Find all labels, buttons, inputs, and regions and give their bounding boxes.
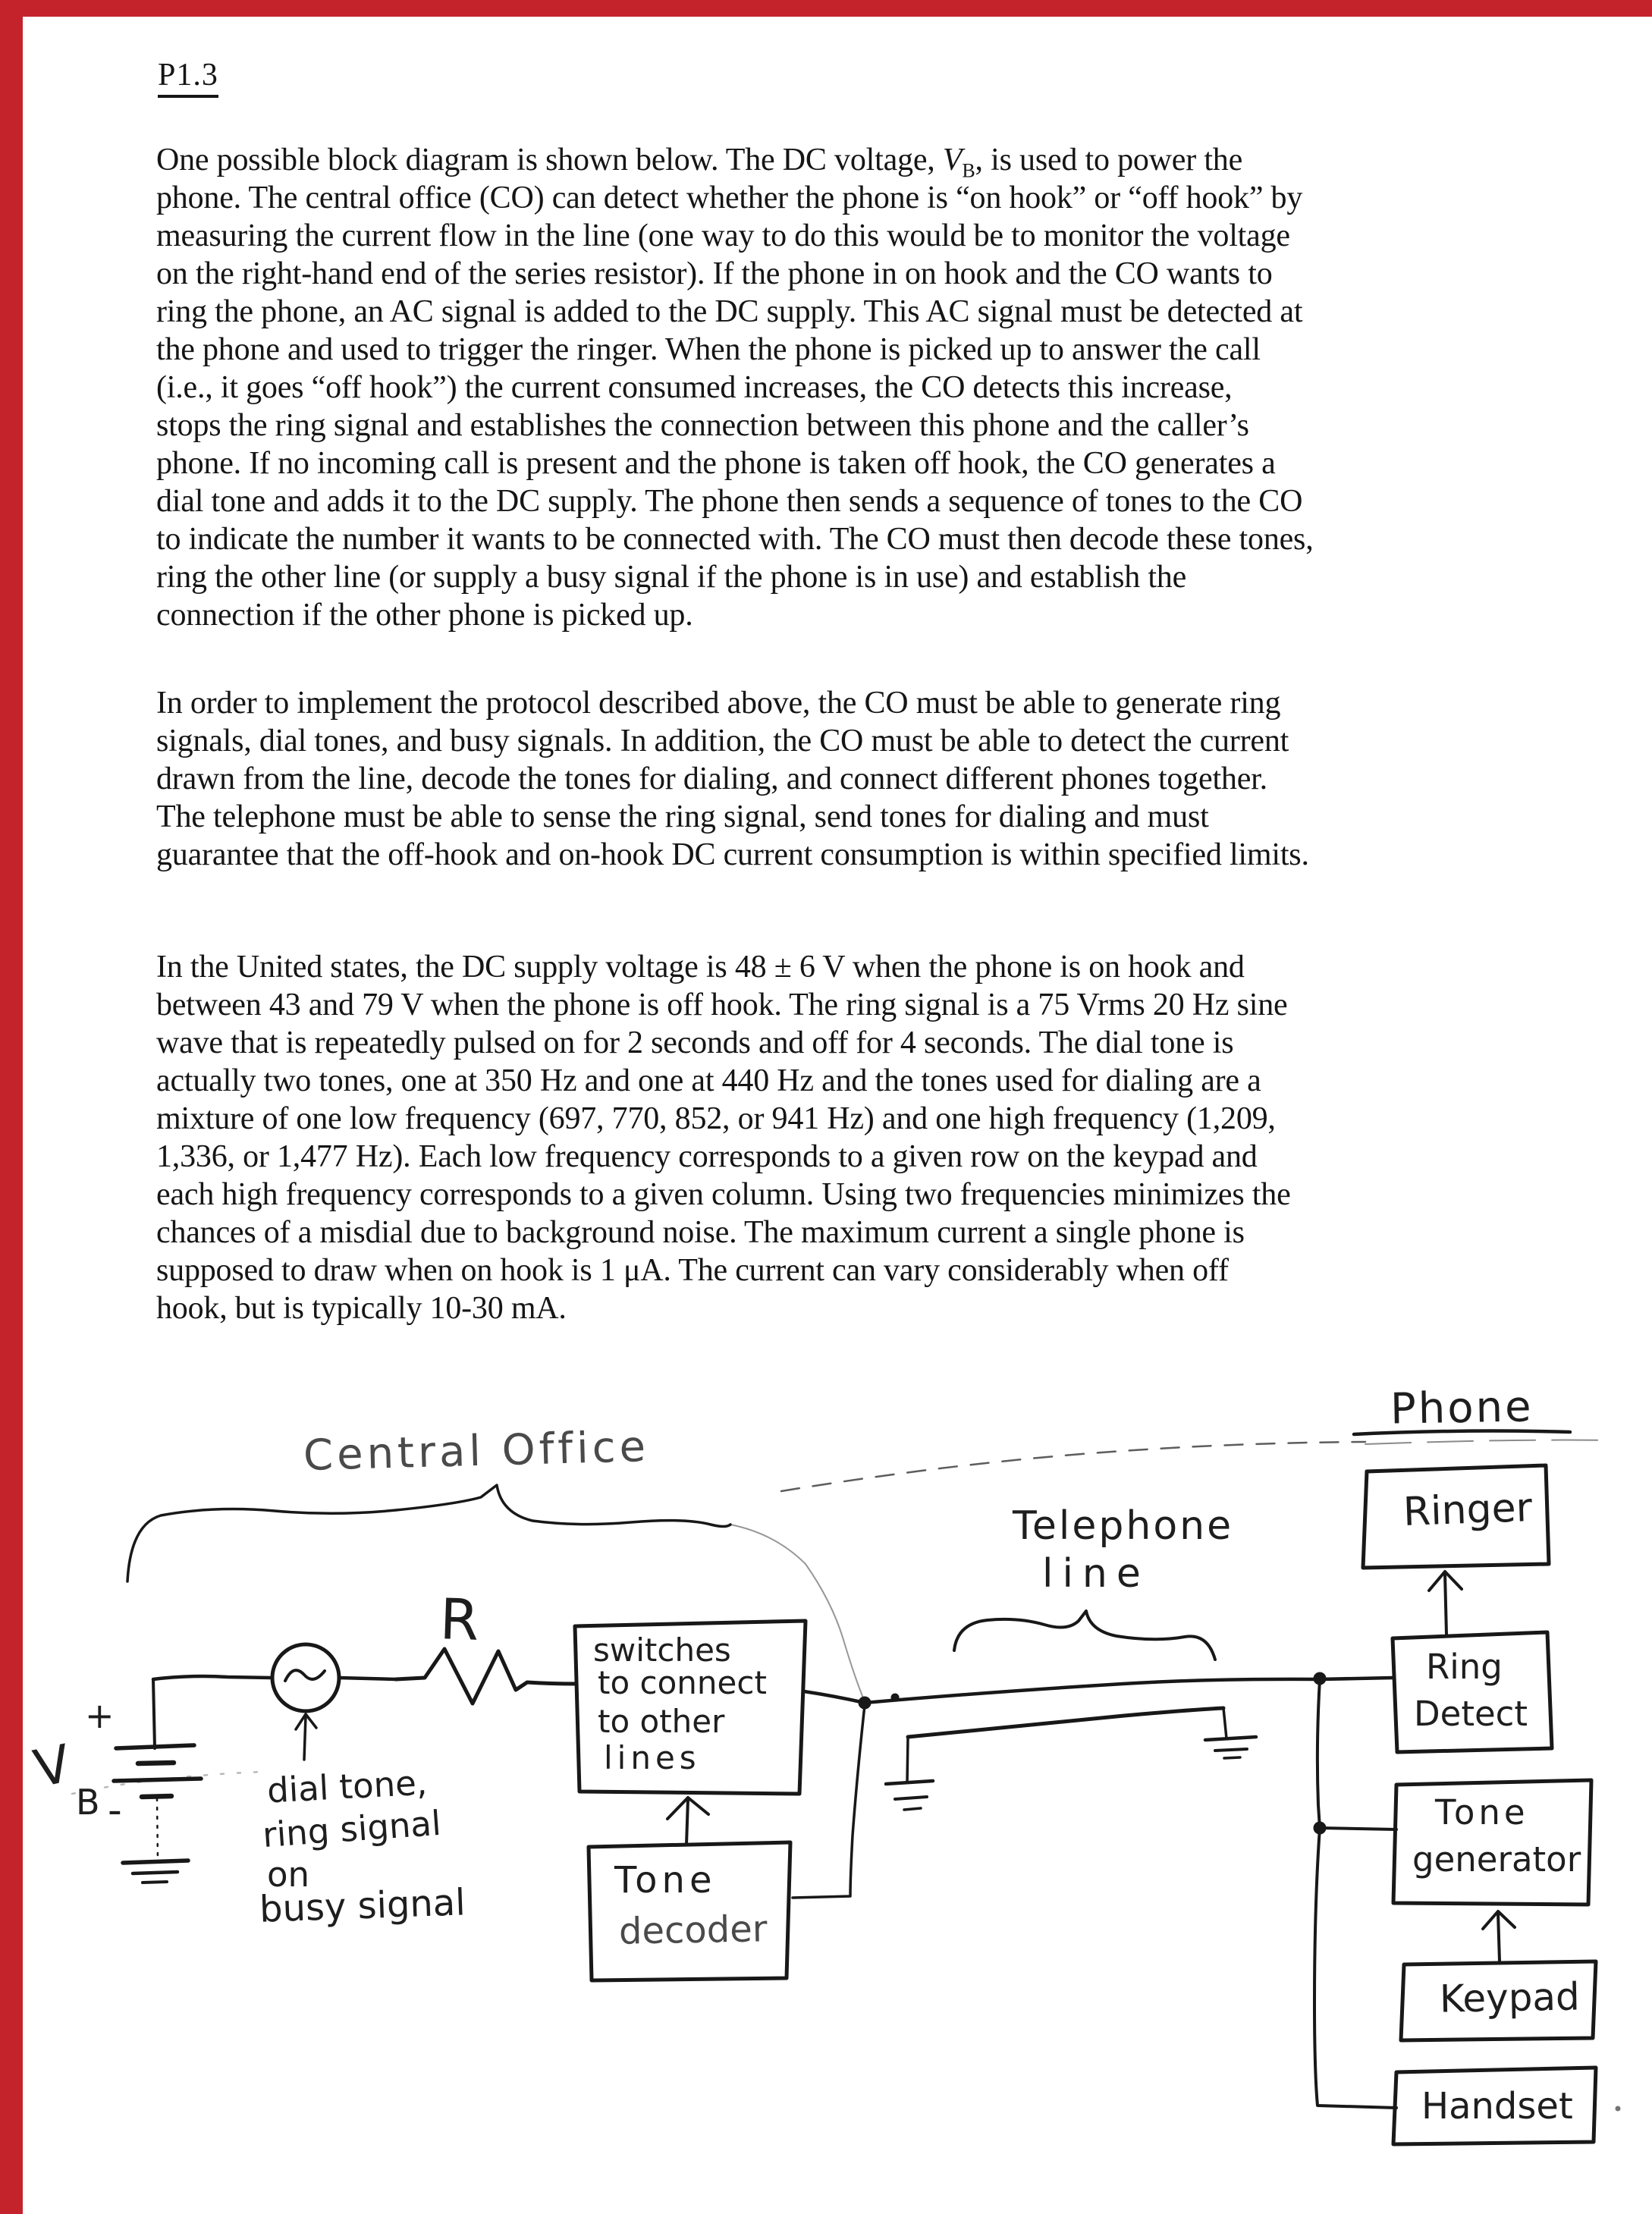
tone-decoder-box-line-1: Tone — [614, 1859, 717, 1902]
text-line: 1,336, or 1,477 Hz). Each low frequency … — [156, 1139, 1258, 1174]
telephone-line-label-1: Telephone — [1013, 1503, 1234, 1549]
switches-box-line-3: to other — [598, 1703, 725, 1740]
text-line: measuring the current flow in the line (… — [156, 218, 1290, 253]
ac-source-icon — [270, 1642, 341, 1713]
annotation-arrow — [294, 1713, 318, 1761]
resistor-label: R — [438, 1587, 480, 1653]
ring-detect-box-line-1: Ring — [1426, 1647, 1503, 1687]
tone-generator-box-line-2: generator — [1412, 1839, 1581, 1880]
text-line: In the United states, the DC supply volt… — [156, 950, 1245, 985]
ring-detect-box-line-2: Detect — [1414, 1694, 1528, 1734]
junction-dots — [858, 1672, 1621, 2112]
scan-edge-stripe-left — [0, 0, 23, 2214]
dashed-connector-co-to-phone — [780, 1440, 1367, 1493]
text-line: each high frequency corresponds to a giv… — [156, 1177, 1291, 1212]
arrow-tone-decoder-to-switches — [666, 1796, 710, 1846]
wire-telephone-return — [906, 1706, 1228, 1784]
ground-symbol-battery — [121, 1858, 190, 1884]
wire-main — [151, 1674, 1395, 1705]
switches-box-line-4: lines — [604, 1739, 701, 1776]
resistor-symbol — [394, 1647, 579, 1706]
box-switches-outline — [573, 1619, 808, 1796]
paragraph-1: One possible block diagram is shown belo… — [156, 141, 1601, 634]
text-line: mixture of one low frequency (697, 770, … — [156, 1101, 1276, 1136]
paragraph-3: In the United states, the DC supply volt… — [156, 948, 1601, 1327]
box-ring-detect-outline — [1390, 1630, 1554, 1754]
ground-symbol-right — [1203, 1735, 1258, 1760]
switches-box-line-1: switches — [593, 1631, 731, 1669]
text-line: actually two tones, one at 350 Hz and on… — [156, 1063, 1261, 1098]
telephone-line-label-2: line — [1042, 1551, 1150, 1597]
text-line: between 43 and 79 V when the phone is of… — [156, 988, 1288, 1022]
block-diagram: Central Office Phone Telephone line R V … — [0, 1350, 1652, 2214]
text-line: (i.e., it goes “off hook”) the current c… — [156, 370, 1233, 405]
handset-box-label: Handset — [1421, 2085, 1573, 2128]
box-ringer-outline — [1361, 1463, 1551, 1570]
wire-tone-decoder-feed — [791, 1704, 866, 1899]
problem-title: P1.3 — [158, 58, 218, 99]
vb-label-b: B — [76, 1782, 100, 1823]
text-line: dial tone and adds it to the DC supply. … — [156, 484, 1303, 519]
text-line: phone. If no incoming call is present an… — [156, 446, 1276, 481]
text-line: connection if the other phone is picked … — [156, 598, 693, 633]
tone-decoder-box-line-2: decoder — [618, 1908, 768, 1953]
box-keypad-outline — [1399, 1959, 1598, 2043]
text-line: One possible block diagram is shown belo… — [156, 143, 1243, 182]
text-line: The telephone must be able to sense the … — [156, 799, 1209, 834]
battery-minus-sign: - — [108, 1788, 122, 1833]
text-line: drawn from the line, decode the tones fo… — [156, 762, 1267, 796]
phone-label: Phone — [1390, 1382, 1534, 1434]
text-line: stops the ring signal and establishes th… — [156, 408, 1249, 443]
battery-symbol — [111, 1678, 203, 1862]
text-line: on the right-hand end of the series resi… — [156, 256, 1273, 291]
text-line: the phone and used to trigger the ringer… — [156, 332, 1261, 367]
telephone-line-brace — [953, 1609, 1217, 1661]
box-tone-generator-outline — [1391, 1778, 1594, 1907]
text-line: ring the other line (or supply a busy si… — [156, 560, 1187, 595]
switches-box-line-2: to connect — [598, 1664, 767, 1701]
ringer-box-label: Ringer — [1402, 1485, 1533, 1535]
tone-generator-box-line-1: Tone — [1435, 1792, 1529, 1832]
paragraph-2: In order to implement the protocol descr… — [156, 684, 1601, 874]
text-line: supposed to draw when on hook is 1 μA. T… — [156, 1253, 1229, 1288]
box-handset-outline — [1391, 2065, 1598, 2146]
arrow-keypad-to-tone-generator — [1481, 1910, 1516, 1963]
text-line: guarantee that the off-hook and on-hook … — [156, 837, 1309, 872]
source-annotation-line-4: busy signal — [259, 1881, 466, 1931]
text-line: chances of a misdial due to background n… — [156, 1215, 1245, 1250]
central-office-brace — [71, 1484, 865, 1795]
box-tone-decoder-outline — [586, 1840, 793, 1983]
battery-plus-sign: + — [85, 1695, 115, 1736]
keypad-box-label: Keypad — [1439, 1974, 1581, 2021]
arrow-ring-detect-to-ringer — [1427, 1570, 1463, 1636]
ground-symbol-left — [884, 1779, 935, 1811]
diagram-drawing — [71, 1429, 1621, 2146]
text-line: In order to implement the protocol descr… — [156, 686, 1281, 721]
source-annotation-line-3: on — [267, 1854, 310, 1895]
text-line: to indicate the number it wants to be co… — [156, 522, 1314, 557]
scan-edge-stripe-top — [0, 0, 1652, 17]
phone-underline — [1352, 1429, 1610, 1445]
wire-phone-bus — [1313, 1678, 1398, 2109]
text-line: ring the phone, an AC signal is added to… — [156, 294, 1303, 329]
text-line: phone. The central office (CO) can detec… — [156, 181, 1303, 215]
source-annotation-line-1: dial tone, — [265, 1762, 429, 1811]
central-office-label: Central Office — [303, 1422, 650, 1481]
text-line: wave that is repeatedly pulsed on for 2 … — [156, 1025, 1234, 1060]
text-line: signals, dial tones, and busy signals. I… — [156, 724, 1289, 758]
text-line: hook, but is typically 10-30 mA. — [156, 1291, 567, 1326]
